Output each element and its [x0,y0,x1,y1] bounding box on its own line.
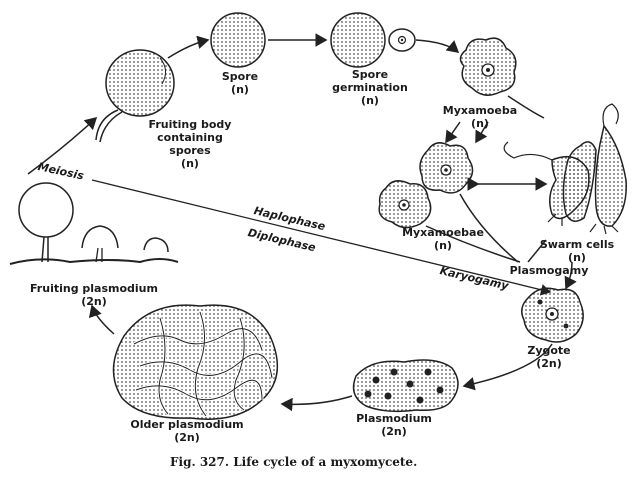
label-older-plasmodium: Older plasmodium (2n) [130,418,244,444]
plasmodium-drawing [352,359,459,413]
figure-caption: Fig. 327. Life cycle of a myxomycete. [170,455,418,469]
myxamoeba-drawing [459,37,517,96]
label-fruiting-body: Fruiting body containing spores (n) [148,118,232,170]
zygote-drawing [521,287,584,343]
phase-separator-line [91,179,552,296]
cycle-arrows [27,33,577,412]
label-plasmogamy: Plasmogamy [509,264,589,277]
label-swarm-cells: Swarm cells (n) [539,238,615,264]
label-spore-germination: Spore germination (n) [332,68,408,107]
swarm-cells-drawing [503,103,627,235]
label-zygote: Zygote (2n) [527,344,571,370]
spore-germination-drawing [330,12,416,68]
older-plasmodium-drawing [112,304,279,420]
label-plasmodium: Plasmodium (2n) [356,412,432,438]
spore-drawing [210,12,266,68]
label-fruiting-plasmodium: Fruiting plasmodium (2n) [30,282,158,308]
label-spore: Spore (n) [221,70,259,96]
label-myxamoebae: Myxamoebae (n) [402,226,484,252]
fruiting-plasmodium-drawing [9,182,179,265]
myxamoebae-drawing [378,142,474,229]
label-myxamoeba: Myxamoeba (n) [442,104,518,130]
fruiting-body-drawing [95,49,175,143]
